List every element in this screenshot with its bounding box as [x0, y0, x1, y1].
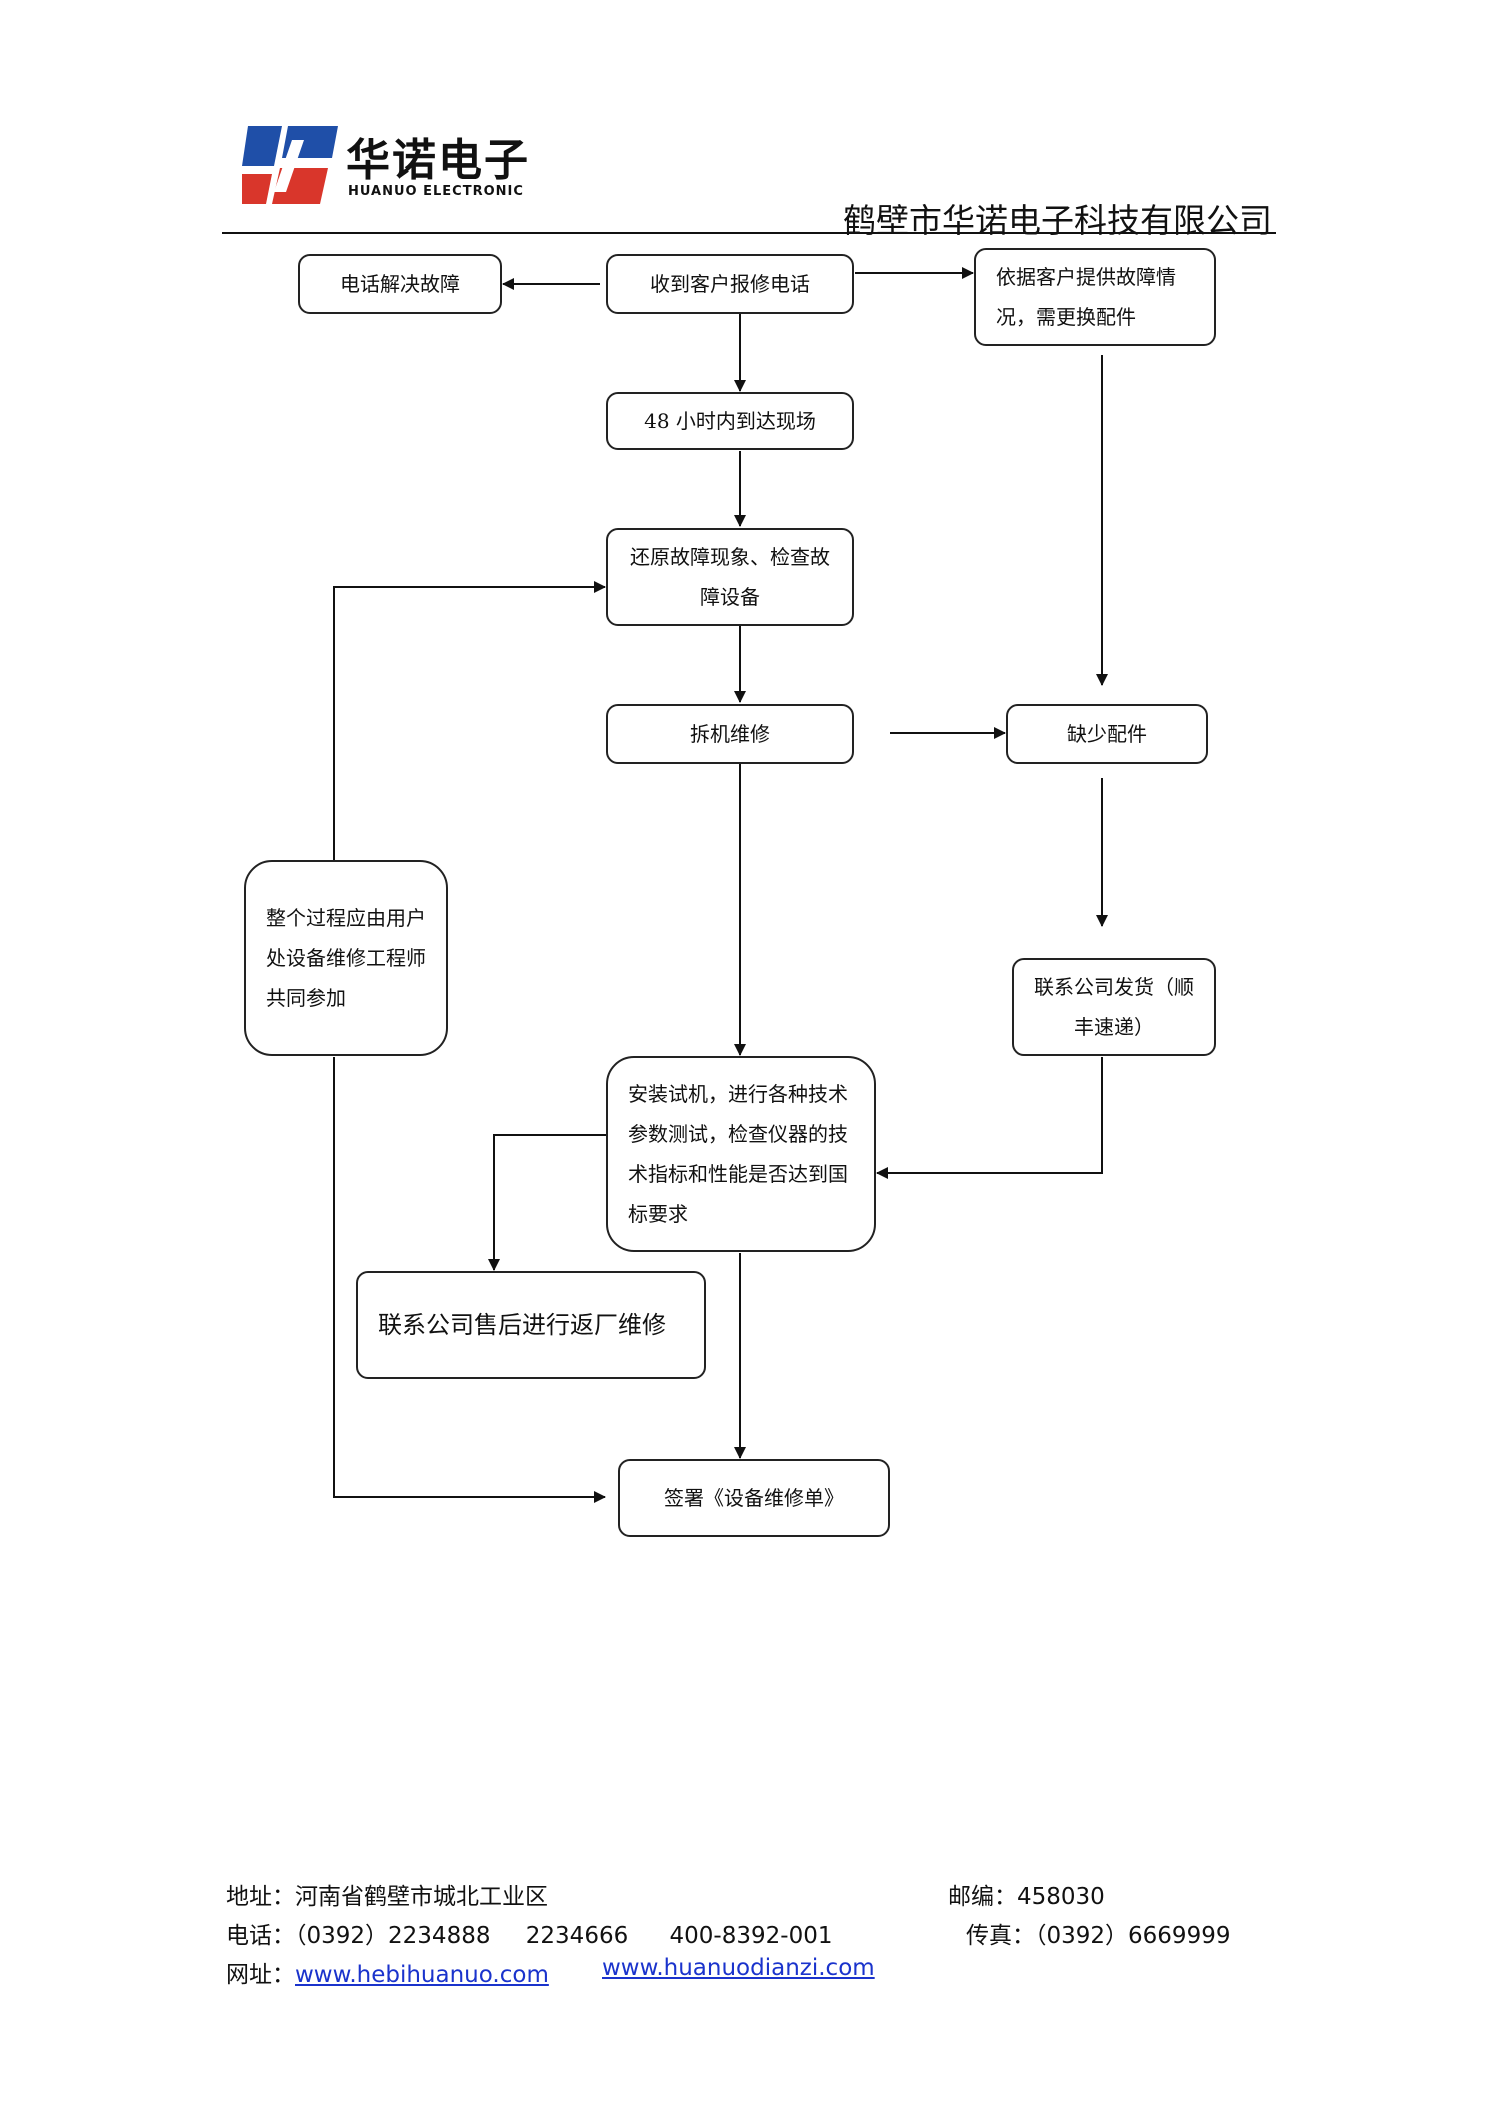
box-arrive-48h: 48 小时内到达现场 [606, 392, 854, 450]
box-whole-process: 整个过程应由用户处设备维修工程师共同参加 [244, 860, 448, 1056]
box-phone-resolve: 电话解决故障 [298, 254, 502, 314]
logo-subtitle: HUANUO ELECTRONIC [348, 184, 524, 199]
footer-phone: 电话：（0392）2234888 2234666 400-8392-001 [226, 1916, 832, 1950]
logo-mark-icon [236, 126, 338, 204]
box-missing-parts: 缺少配件 [1006, 704, 1208, 764]
fax-value: （0392）6669999 [1035, 1923, 1231, 1949]
web-label: 网址： [226, 1962, 295, 1988]
box-return-factory: 联系公司售后进行返厂维修 [356, 1271, 706, 1379]
phone-3: 400-8392-001 [669, 1923, 833, 1949]
phone-label: 电话： [226, 1923, 295, 1949]
box-disassemble: 拆机维修 [606, 704, 854, 764]
arrow-process-to-sign [333, 1057, 606, 1503]
address-value: 河南省鹤壁市城北工业区 [295, 1884, 548, 1910]
postcode-value: 458030 [1017, 1884, 1105, 1910]
phone-2: 2234666 [525, 1923, 629, 1949]
postcode-label: 邮编： [948, 1884, 1017, 1910]
arrow-ship-to-install [876, 1057, 1103, 1179]
footer-postcode: 邮编：458030 [948, 1877, 1105, 1911]
box-contact-ship: 联系公司发货（顺丰速递） [1012, 958, 1216, 1056]
box-restore-check: 还原故障现象、检查故障设备 [606, 528, 854, 626]
footer-address: 地址：河南省鹤壁市城北工业区 [226, 1877, 548, 1911]
box-need-parts: 依据客户提供故障情况，需更换配件 [974, 248, 1216, 346]
arrow-install-to-return [488, 1134, 606, 1271]
address-label: 地址： [226, 1884, 295, 1910]
box-install-test: 安装试机，进行各种技术参数测试，检查仪器的技术指标和性能是否达到国标要求 [606, 1056, 876, 1252]
footer-web: 网址：www.hebihuanuo.com [226, 1955, 549, 1989]
company-logo: 华诺电子 HUANUO ELECTRONIC [236, 122, 592, 206]
box-sign-form: 签署《设备维修单》 [618, 1459, 890, 1537]
fax-label: 传真： [966, 1923, 1035, 1949]
header-divider [222, 232, 1276, 234]
logo-name: 华诺电子 [346, 135, 530, 186]
footer-fax: 传真：（0392）6669999 [966, 1916, 1230, 1950]
box-receive-call: 收到客户报修电话 [606, 254, 854, 314]
website-link-2[interactable]: www.huanuodianzi.com [602, 1955, 875, 1981]
arrow-process-to-restore [333, 581, 606, 860]
footer-web-2: www.huanuodianzi.com [602, 1955, 875, 1981]
website-link-1[interactable]: www.hebihuanuo.com [295, 1962, 549, 1988]
phone-1: （0392）2234888 [295, 1923, 491, 1949]
